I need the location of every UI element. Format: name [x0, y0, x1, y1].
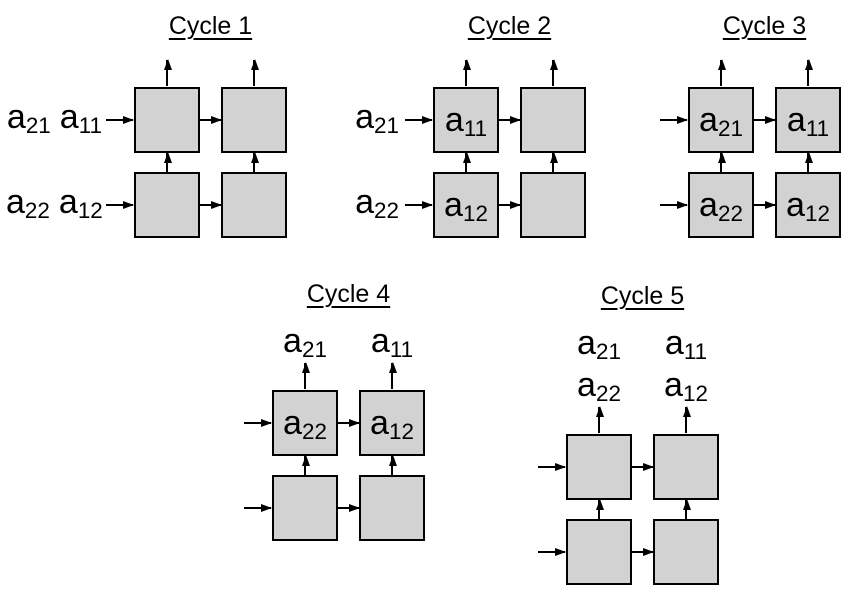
- row1-flow-arrow: [200, 116, 222, 124]
- pe-value-a12: a12: [444, 186, 488, 227]
- row2-input-arrow: [538, 548, 566, 556]
- col1-up-arrow: [462, 152, 471, 172]
- operand-a21: a21: [6, 98, 51, 139]
- row1-input-arrow: [244, 419, 272, 427]
- pe-box: a12: [775, 172, 841, 238]
- pe-box: [272, 475, 338, 541]
- pe-box: a22: [688, 172, 754, 238]
- pe-box: [134, 87, 200, 153]
- row2-flow-arrow: [200, 201, 222, 209]
- col2-output-arrow: [250, 59, 259, 86]
- operand-a11: a11: [59, 98, 102, 139]
- row1-input-arrow: [538, 463, 566, 471]
- row2-input-arrow: [405, 201, 433, 209]
- pe-box: [520, 172, 586, 238]
- row2-input-arrow: [106, 201, 134, 209]
- cycle-5-col2-output-label-1: a11: [644, 326, 728, 364]
- col2-output-arrow: [388, 362, 397, 389]
- cycle-4-col2-output-label: a11: [350, 324, 434, 362]
- row1-input-arrow: [106, 116, 134, 124]
- col1-output-arrow: [163, 59, 172, 86]
- pe-box: [221, 172, 287, 238]
- cycle-5-col1-output-label-1: a21: [557, 326, 641, 364]
- pe-box: a11: [775, 87, 841, 153]
- operand-a21: a21: [355, 98, 399, 139]
- pe-value-a12: a12: [370, 404, 414, 445]
- col1-up-arrow: [595, 499, 604, 519]
- col2-up-arrow: [682, 499, 691, 519]
- pe-box: a22: [272, 390, 338, 456]
- row2-flow-arrow: [754, 201, 776, 209]
- pe-box: [359, 475, 425, 541]
- pe-box: [653, 434, 719, 500]
- operand-a21: a21: [577, 324, 621, 365]
- row2-flow-arrow: [499, 201, 521, 209]
- col2-up-arrow: [804, 152, 813, 172]
- col1-up-arrow: [717, 152, 726, 172]
- cycle-2-row2-input-label: a22: [339, 185, 399, 225]
- row1-input-arrow: [405, 116, 433, 124]
- col1-output-arrow: [462, 59, 471, 86]
- cycle-5-col2-output-label-2: a12: [644, 368, 728, 406]
- pe-value-a22: a22: [283, 404, 327, 445]
- col2-up-arrow: [250, 152, 259, 172]
- pe-box: [566, 434, 632, 500]
- pe-box: [520, 87, 586, 153]
- operand-a12: a12: [664, 366, 708, 407]
- row2-input-arrow: [244, 504, 272, 512]
- pe-box: a21: [688, 87, 754, 153]
- pe-value-a11: a11: [444, 101, 488, 142]
- cycle-2-title: Cycle 2: [467, 12, 552, 40]
- cycle-2-row1-input-label: a21: [339, 100, 399, 140]
- pe-box: [566, 519, 632, 585]
- pe-box: [134, 172, 200, 238]
- operand-a22: a22: [6, 183, 50, 224]
- cycle-3-title: Cycle 3: [722, 12, 807, 40]
- pe-value-a21: a21: [699, 101, 743, 142]
- pe-value-a22: a22: [699, 186, 743, 227]
- pe-box: a12: [433, 172, 499, 238]
- row2-flow-arrow: [632, 548, 654, 556]
- operand-a22: a22: [577, 366, 621, 407]
- col2-output-arrow: [804, 59, 813, 86]
- pe-box: [653, 519, 719, 585]
- pe-box: [221, 87, 287, 153]
- row1-flow-arrow: [499, 116, 521, 124]
- row1-flow-arrow: [338, 419, 360, 427]
- row2-flow-arrow: [338, 504, 360, 512]
- col2-up-arrow: [388, 455, 397, 475]
- pe-value-a11: a11: [786, 101, 830, 142]
- operand-a22: a22: [355, 183, 399, 224]
- col1-output-arrow: [595, 406, 604, 433]
- operand-a11: a11: [370, 322, 414, 363]
- cycle-5-col1-output-label-2: a22: [557, 368, 641, 406]
- cycle-5-title: Cycle 5: [600, 282, 685, 310]
- col2-output-arrow: [549, 59, 558, 86]
- operand-a11: a11: [664, 324, 708, 365]
- pe-value-a12: a12: [786, 186, 830, 227]
- col1-output-arrow: [717, 59, 726, 86]
- col2-output-arrow: [682, 406, 691, 433]
- pe-box: a11: [433, 87, 499, 153]
- pe-box: a12: [359, 390, 425, 456]
- cycle-1-title: Cycle 1: [168, 12, 253, 40]
- cycle-4-title: Cycle 4: [306, 280, 391, 308]
- row2-input-arrow: [660, 201, 688, 209]
- cycle-4-col1-output-label: a21: [263, 324, 347, 362]
- row1-flow-arrow: [754, 116, 776, 124]
- row1-input-arrow: [660, 116, 688, 124]
- col1-up-arrow: [301, 455, 310, 475]
- operand-a12: a12: [58, 183, 103, 224]
- col1-up-arrow: [163, 152, 172, 172]
- row1-flow-arrow: [632, 463, 654, 471]
- operand-a21: a21: [283, 322, 327, 363]
- col1-output-arrow: [301, 362, 310, 389]
- col2-up-arrow: [549, 152, 558, 172]
